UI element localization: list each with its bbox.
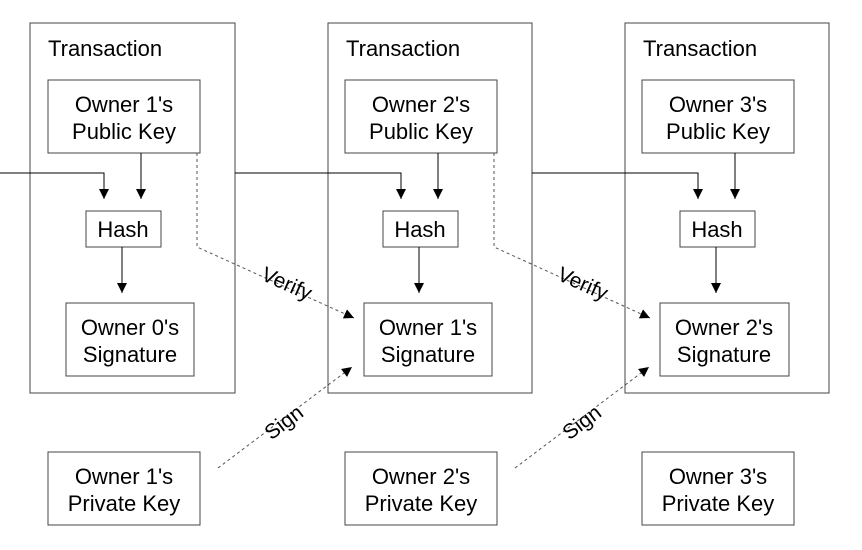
public-key-owner: Owner 1's — [75, 92, 173, 117]
private-key-owner: Owner 2's — [372, 464, 470, 489]
transaction-title: Transaction — [643, 36, 757, 61]
signature-box: Owner 1's Signature — [363, 302, 493, 377]
public-key-label: Public Key — [72, 119, 176, 144]
verify-arrow-2 — [493, 153, 651, 319]
public-key-owner: Owner 2's — [372, 92, 470, 117]
private-key-label: Private Key — [68, 491, 181, 516]
private-key-box-3: Owner 3's Private Key — [641, 451, 795, 526]
signature-label: Signature — [677, 342, 771, 367]
hash-box: Hash — [85, 210, 162, 248]
previous-transaction-to-hash-arrow-3 — [532, 172, 703, 199]
hash-label: Hash — [97, 217, 148, 242]
verify-label-2: Verify — [554, 263, 612, 306]
transaction-panel-1: Transaction Owner 1's Public Key Hash Ow… — [29, 22, 236, 394]
private-key-owner: Owner 3's — [669, 464, 767, 489]
sign-label-1: Sign — [260, 401, 307, 445]
signature-label: Signature — [381, 342, 475, 367]
signature-box: Owner 2's Signature — [659, 302, 790, 377]
public-key-box: Owner 1's Public Key — [47, 79, 201, 154]
private-key-box-2: Owner 2's Private Key — [344, 451, 498, 526]
hash-box: Hash — [382, 210, 459, 248]
signature-owner: Owner 2's — [675, 315, 773, 340]
public-key-box: Owner 3's Public Key — [641, 79, 795, 154]
previous-transaction-to-hash-arrow-1 — [0, 172, 109, 199]
sign-arrow-2 — [514, 366, 650, 469]
signature-owner: Owner 0's — [81, 315, 179, 340]
public-key-owner: Owner 3's — [669, 92, 767, 117]
public-key-label: Public Key — [666, 119, 770, 144]
transaction-title: Transaction — [346, 36, 460, 61]
verify-label-1: Verify — [258, 263, 316, 306]
hash-label: Hash — [691, 217, 742, 242]
signature-owner: Owner 1's — [379, 315, 477, 340]
private-key-label: Private Key — [662, 491, 775, 516]
transaction-panel-3: Transaction Owner 3's Public Key Hash Ow… — [624, 22, 830, 394]
verify-arrow-1 — [196, 153, 355, 319]
sign-label-2: Sign — [558, 401, 605, 445]
transaction-title: Transaction — [48, 36, 162, 61]
hash-label: Hash — [394, 217, 445, 242]
private-key-box-1: Owner 1's Private Key — [47, 451, 201, 526]
transaction-frame — [29, 22, 236, 394]
previous-transaction-to-hash-arrow-2 — [235, 172, 406, 199]
signature-box: Owner 0's Signature — [65, 302, 195, 377]
sign-arrow-1 — [217, 366, 353, 469]
private-key-owner: Owner 1's — [75, 464, 173, 489]
public-key-box: Owner 2's Public Key — [344, 79, 498, 154]
hash-box: Hash — [679, 210, 756, 248]
public-key-label: Public Key — [369, 119, 473, 144]
transaction-panel-2: Transaction Owner 2's Public Key Hash Ow… — [327, 22, 533, 394]
private-key-label: Private Key — [365, 491, 478, 516]
signature-label: Signature — [83, 342, 177, 367]
transaction-frame — [327, 22, 533, 394]
transaction-frame — [624, 22, 830, 394]
